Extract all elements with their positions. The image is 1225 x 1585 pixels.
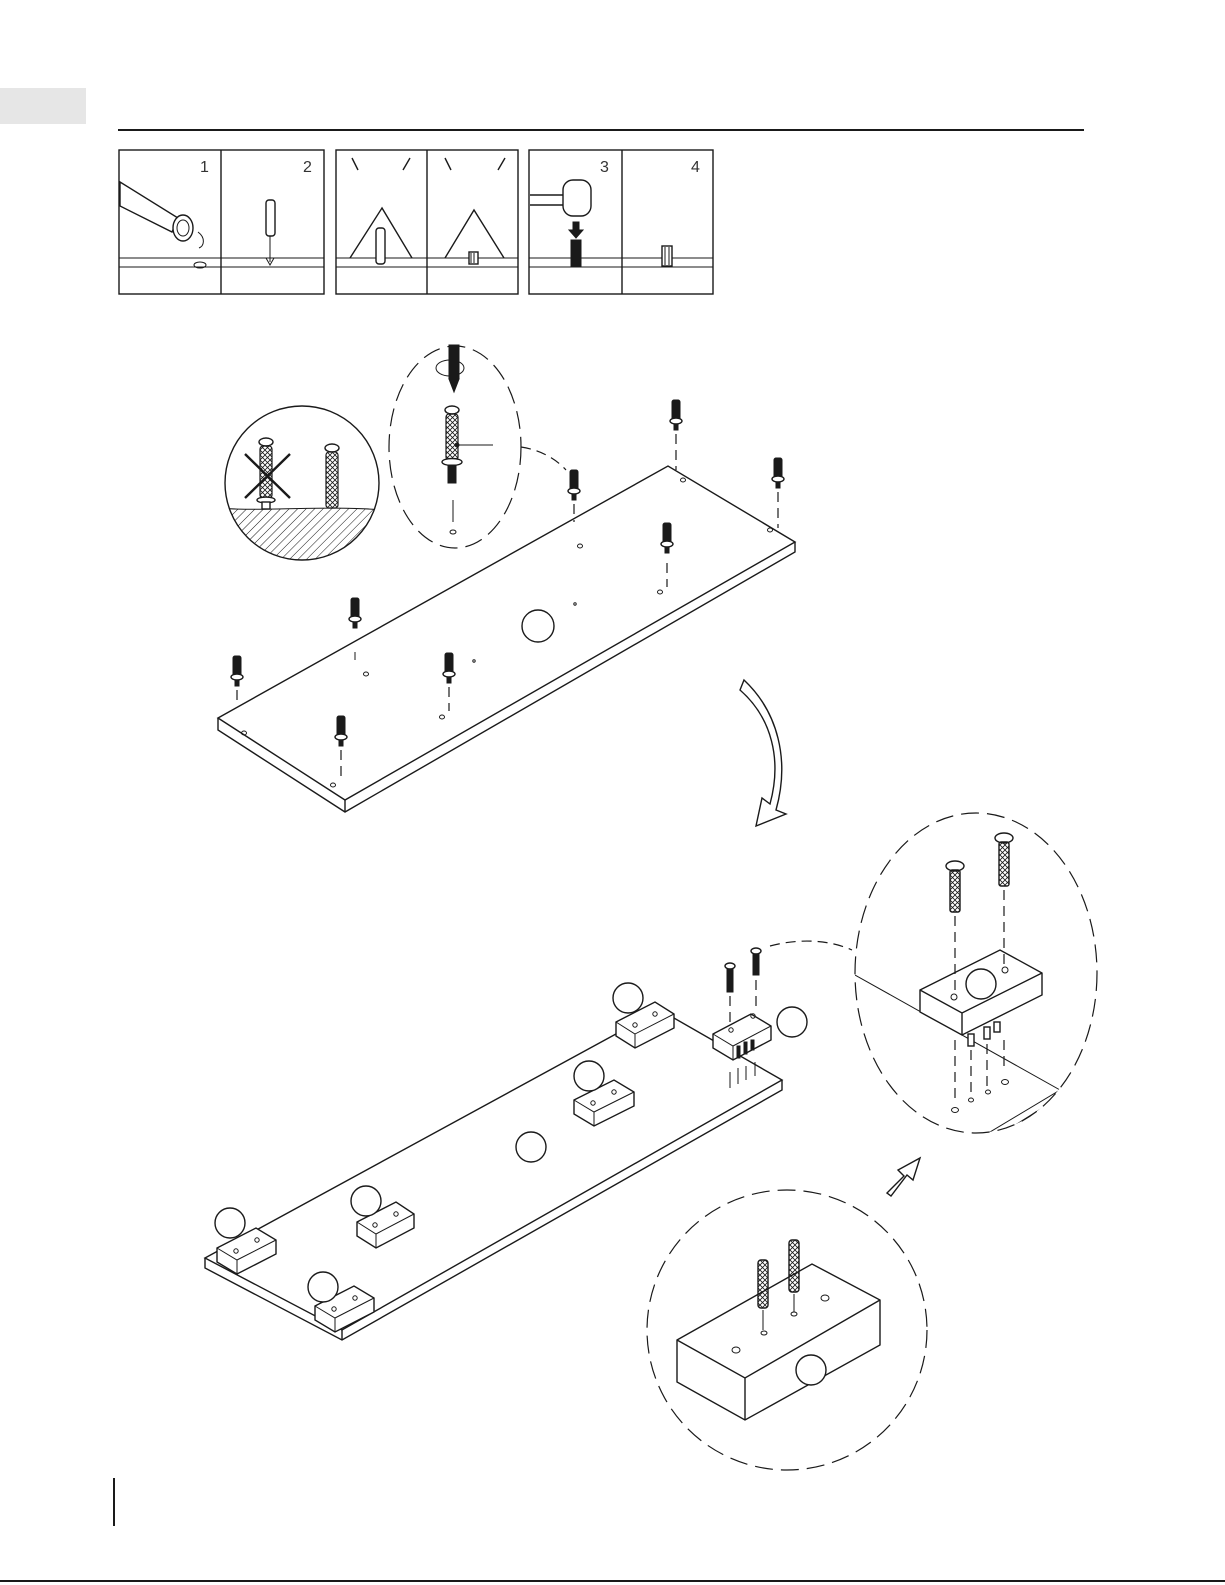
screw-icon	[725, 948, 761, 1024]
part-callout	[516, 1132, 546, 1162]
upper-board-assembly	[218, 345, 795, 812]
incorrect-correct-detail	[220, 406, 385, 570]
step-strip: 1 2	[119, 150, 713, 294]
rotate-arrow-icon	[740, 680, 786, 826]
glue-bottle-icon	[120, 182, 206, 268]
step-number-2: 2	[303, 159, 312, 176]
block-dowel-detail	[647, 1190, 927, 1470]
block-screw-detail	[855, 813, 1097, 1135]
step-number-1: 1	[200, 159, 209, 176]
angle-panel	[336, 150, 518, 294]
screwdriver-icon	[436, 345, 464, 392]
step-number-3: 3	[600, 159, 609, 176]
wooden-block	[713, 1007, 807, 1060]
pointer-arrow	[887, 1158, 920, 1196]
screwdriver-detail	[389, 345, 566, 548]
hammer-icon	[530, 180, 591, 238]
lower-board-assembly	[205, 941, 852, 1340]
wooden-dowel-icon	[266, 200, 275, 265]
part-callout	[522, 610, 554, 642]
hammer-panel: 3 4	[529, 150, 713, 294]
step-number-4: 4	[691, 159, 700, 176]
dowel-glue-panel: 1 2	[119, 150, 324, 294]
